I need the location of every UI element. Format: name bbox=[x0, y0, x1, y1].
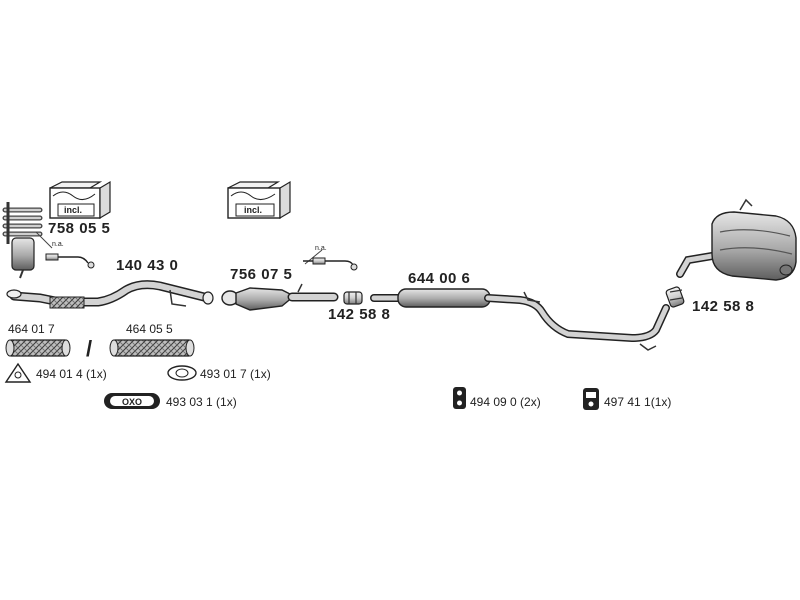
clamp-rear bbox=[665, 286, 685, 308]
accessory-gasket-triangle: 494 01 4 (1x) bbox=[36, 367, 107, 381]
ring-gasket-icon: OXO bbox=[104, 393, 160, 409]
incl-label-left: incl. bbox=[64, 205, 83, 215]
oval-gasket-icon bbox=[167, 365, 197, 381]
accessory-gasket-oval: 493 01 7 (1x) bbox=[200, 367, 271, 381]
part-number-flex-pipe-a: 464 01 7 bbox=[8, 322, 55, 336]
lambda-sensor-left bbox=[35, 231, 95, 269]
incl-label-right: incl. bbox=[244, 205, 263, 215]
rear-silencer bbox=[676, 198, 797, 281]
incl-box-icon-right bbox=[227, 180, 291, 220]
lambda-sensor-right bbox=[303, 249, 358, 271]
part-number-clamp-front: 142 58 8 bbox=[328, 306, 391, 323]
exhaust-manifold bbox=[2, 202, 43, 279]
rubber-mount-icon-a bbox=[453, 387, 466, 409]
catalyst bbox=[221, 283, 339, 311]
part-number-manifold-kit: 758 05 5 bbox=[48, 220, 111, 237]
na-label-right: n.a. bbox=[315, 245, 327, 252]
part-number-clamp-rear: 142 58 8 bbox=[692, 298, 755, 315]
separator-slash: / bbox=[86, 336, 93, 361]
clamp-front bbox=[343, 291, 363, 305]
flex-pipe-right bbox=[109, 339, 195, 357]
part-number-flex-pipe-b: 464 05 5 bbox=[126, 322, 173, 336]
part-number-catalyst: 756 07 5 bbox=[230, 266, 293, 283]
accessory-gasket-ring: 493 03 1 (1x) bbox=[166, 395, 237, 409]
flex-pipe-left bbox=[5, 339, 71, 357]
triangle-gasket-icon bbox=[4, 362, 32, 383]
accessory-rubber-mount-b: 497 41 1(1x) bbox=[604, 395, 672, 409]
rubber-mount-icon-b bbox=[583, 388, 599, 410]
front-pipe bbox=[6, 280, 214, 309]
incl-box-icon-left bbox=[49, 180, 111, 220]
part-number-front-pipe: 140 43 0 bbox=[116, 257, 179, 274]
accessory-rubber-mount-a: 494 09 0 (2x) bbox=[470, 395, 541, 409]
middle-silencer-pipe bbox=[370, 288, 670, 351]
svg-text:OXO: OXO bbox=[122, 397, 142, 407]
part-number-middle-silencer: 644 00 6 bbox=[408, 270, 471, 287]
na-label-left: n.a. bbox=[52, 241, 64, 248]
